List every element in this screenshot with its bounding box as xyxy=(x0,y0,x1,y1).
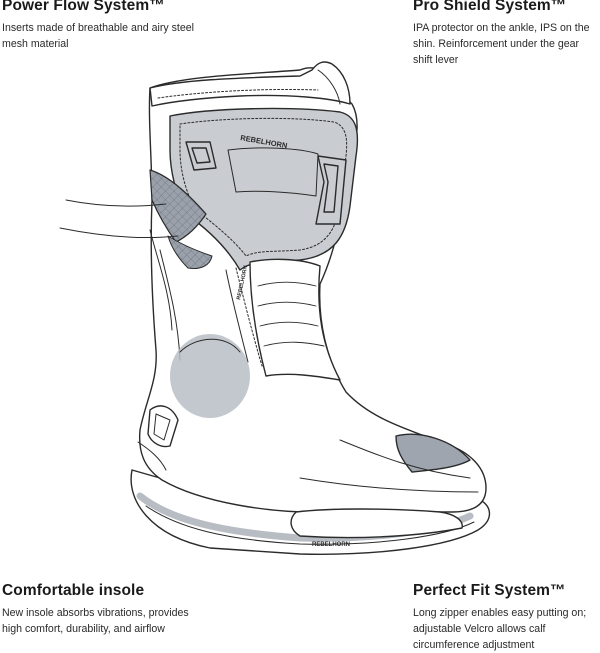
toe-cap xyxy=(290,508,463,539)
shield-vent-left xyxy=(185,141,217,171)
pro-shield-title: Pro Shield System™ xyxy=(413,0,567,14)
top-cuff xyxy=(149,61,351,107)
perfect-fit-description: Long zipper enables easy putting on; adj… xyxy=(413,607,587,651)
perfect-fit-feature: Perfect Fit System™ Long zipper enables … xyxy=(413,582,600,653)
leader-line-upper xyxy=(65,199,167,207)
power-flow-description: Inserts made of breathable and airy stee… xyxy=(2,22,194,50)
insole-description: New insole absorbs vibrations, provides … xyxy=(2,607,189,635)
power-flow-feature: Power Flow System™ Inserts made of breat… xyxy=(2,0,202,52)
ankle-protector xyxy=(170,334,250,418)
power-flow-title: Power Flow System™ xyxy=(2,0,165,14)
mesh-insert-lower xyxy=(167,235,213,269)
pro-shield-feature: Pro Shield System™ IPA protector on the … xyxy=(413,0,600,68)
shield-vent-right xyxy=(315,155,347,225)
toe-slider xyxy=(395,433,471,473)
brand-logo-sole: REBELHORN xyxy=(312,542,350,548)
leader-line-lower xyxy=(59,227,179,239)
perfect-fit-title: Perfect Fit System™ xyxy=(413,582,566,599)
insole-title: Comfortable insole xyxy=(2,582,145,599)
mesh-insert xyxy=(149,169,207,243)
pro-shield-description: IPA protector on the ankle, IPS on the s… xyxy=(413,22,590,66)
zipper-panel xyxy=(249,258,341,381)
insole-feature: Comfortable insole New insole absorbs vi… xyxy=(2,582,192,637)
